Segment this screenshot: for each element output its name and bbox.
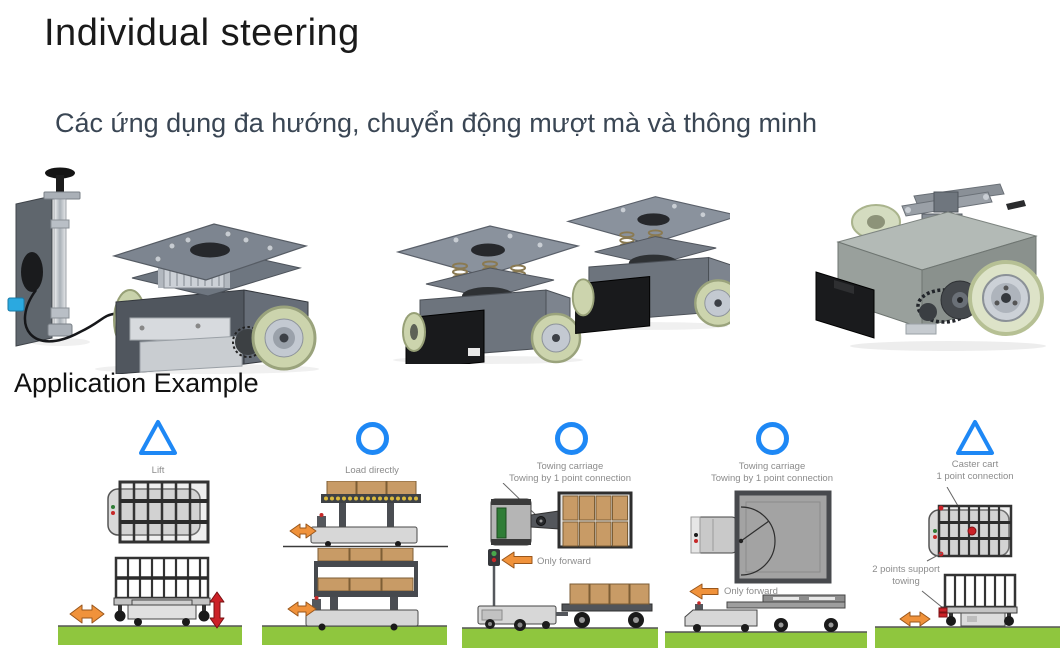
subtitle: Các ứng dụng đa hướng, chuyển động mượt … [55, 108, 818, 138]
load-directly-shelf-diagram [262, 548, 447, 645]
towing-platform-top-view-diagram [690, 490, 832, 584]
section-heading: Application Example [14, 368, 259, 398]
product-photo-two-steering-units [393, 196, 730, 364]
rating-circle-icon [356, 422, 389, 455]
caster-cart-top-view-diagram [928, 487, 1013, 558]
lift-direction-arrow [209, 591, 225, 629]
caster-cart-side-view-diagram [875, 552, 1060, 648]
lift-top-view-diagram [107, 480, 210, 544]
move-direction-arrow [899, 611, 931, 627]
towing-platform-side-view-diagram [665, 583, 867, 648]
load-directly-conveyor-diagram [283, 481, 448, 548]
note-only-forward: Only forward [537, 556, 591, 567]
lift-side-view-diagram [58, 556, 242, 645]
move-direction-arrow [289, 523, 317, 539]
move-direction-arrow [69, 604, 105, 624]
column-label-towing-1: Towing carriage Towing by 1 point connec… [509, 461, 631, 485]
one-point-connection-marker [967, 526, 977, 536]
note-two-points-support: 2 points support towing [872, 564, 940, 587]
column-label-caster-cart: Caster cart 1 point connection [936, 459, 1014, 483]
note-only-forward: Only forward [724, 586, 778, 597]
product-photo-steering-unit-with-clamp [815, 183, 1046, 351]
only-forward-arrow [501, 551, 533, 569]
rating-circle-icon [555, 422, 588, 455]
column-label-lift: Lift [151, 465, 165, 476]
towing-side-view-diagram [462, 549, 658, 648]
towing-top-view-diagram [490, 483, 633, 549]
rating-triangle-icon [139, 420, 177, 455]
rating-triangle-icon [956, 420, 994, 455]
column-label-towing-2: Towing carriage Towing by 1 point connec… [711, 461, 833, 485]
column-label-load-directly: Load directly [345, 465, 399, 476]
rating-circle-icon [756, 422, 789, 455]
move-direction-arrow [287, 601, 317, 617]
only-forward-arrow [689, 583, 719, 600]
page-title: Individual steering [44, 12, 360, 54]
product-photo-steering-unit-with-pump [7, 167, 319, 374]
